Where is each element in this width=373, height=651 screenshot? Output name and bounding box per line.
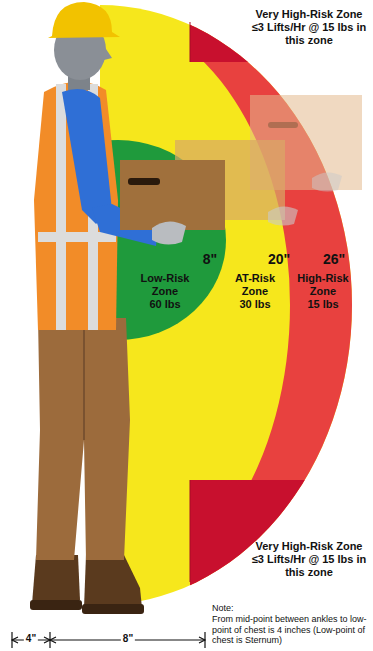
zone-limit: 30 lbs <box>224 298 286 311</box>
zone-divider <box>190 22 191 62</box>
low-risk-zone-shape <box>100 140 226 340</box>
dimension-label: 8" <box>121 633 135 645</box>
dimension-line <box>12 632 205 648</box>
note-heading: Note: <box>212 603 234 614</box>
distance-mark: 20" <box>268 252 290 268</box>
upper-arm <box>62 89 112 224</box>
very-high-risk-bottom <box>190 480 373 620</box>
ghost-hand <box>312 172 342 191</box>
pants <box>36 318 130 560</box>
zone-limit: 60 lbs <box>134 298 196 311</box>
dimension-arrows <box>12 637 205 643</box>
back-boot <box>32 555 80 604</box>
ghost-hand <box>268 206 298 225</box>
distance-mark: 8" <box>203 252 217 268</box>
low-risk-zone-group <box>100 140 226 340</box>
high-risk-zone: High-Risk Zone15 lbs <box>293 272 353 311</box>
low-risk-zone: Low-Risk Zone60 lbs <box>134 272 196 311</box>
hard-hat <box>48 2 120 38</box>
worker-figure <box>30 2 158 614</box>
zone-name: AT-Risk Zone <box>224 272 286 298</box>
boot-sole <box>82 604 144 614</box>
very-high-risk-wedges <box>190 0 373 620</box>
pants-seam <box>83 330 85 440</box>
hand <box>152 221 186 244</box>
dimension-rule <box>12 639 205 640</box>
zone-limit: ≤3 Lifts/Hr @ 15 lbs in this zone <box>250 21 368 47</box>
held-box <box>120 160 225 245</box>
distance-mark: 26" <box>323 252 345 268</box>
front-boot <box>84 555 142 608</box>
vest-stripe <box>56 84 66 330</box>
zone-name: High-Risk Zone <box>293 272 353 298</box>
zone-name: Low-Risk Zone <box>134 272 196 298</box>
boot-sole <box>30 600 82 610</box>
box-handle <box>128 178 160 185</box>
zone-limit: 15 lbs <box>293 298 353 311</box>
at-risk-zone: AT-Risk Zone30 lbs <box>224 272 286 311</box>
zone-name: Very High-Risk Zone <box>250 540 368 553</box>
zone-divider <box>190 480 191 582</box>
very-high-risk-zone: Very High-Risk Zone≤3 Lifts/Hr @ 15 lbs … <box>250 8 368 47</box>
vest-stripe <box>38 232 116 242</box>
note-text: From mid-point between ankles to low-poi… <box>212 614 370 646</box>
nose <box>104 46 112 60</box>
very-high-risk-top <box>190 0 373 62</box>
very-high-risk-zone: Very High-Risk Zone≤3 Lifts/Hr @ 15 lbs … <box>250 540 368 579</box>
dimension-label: 4" <box>24 633 38 645</box>
zone-limit: ≤3 Lifts/Hr @ 15 lbs in this zone <box>250 553 368 579</box>
box-handle <box>268 122 298 128</box>
near-box <box>120 160 225 230</box>
zone-name: Very High-Risk Zone <box>250 8 368 21</box>
